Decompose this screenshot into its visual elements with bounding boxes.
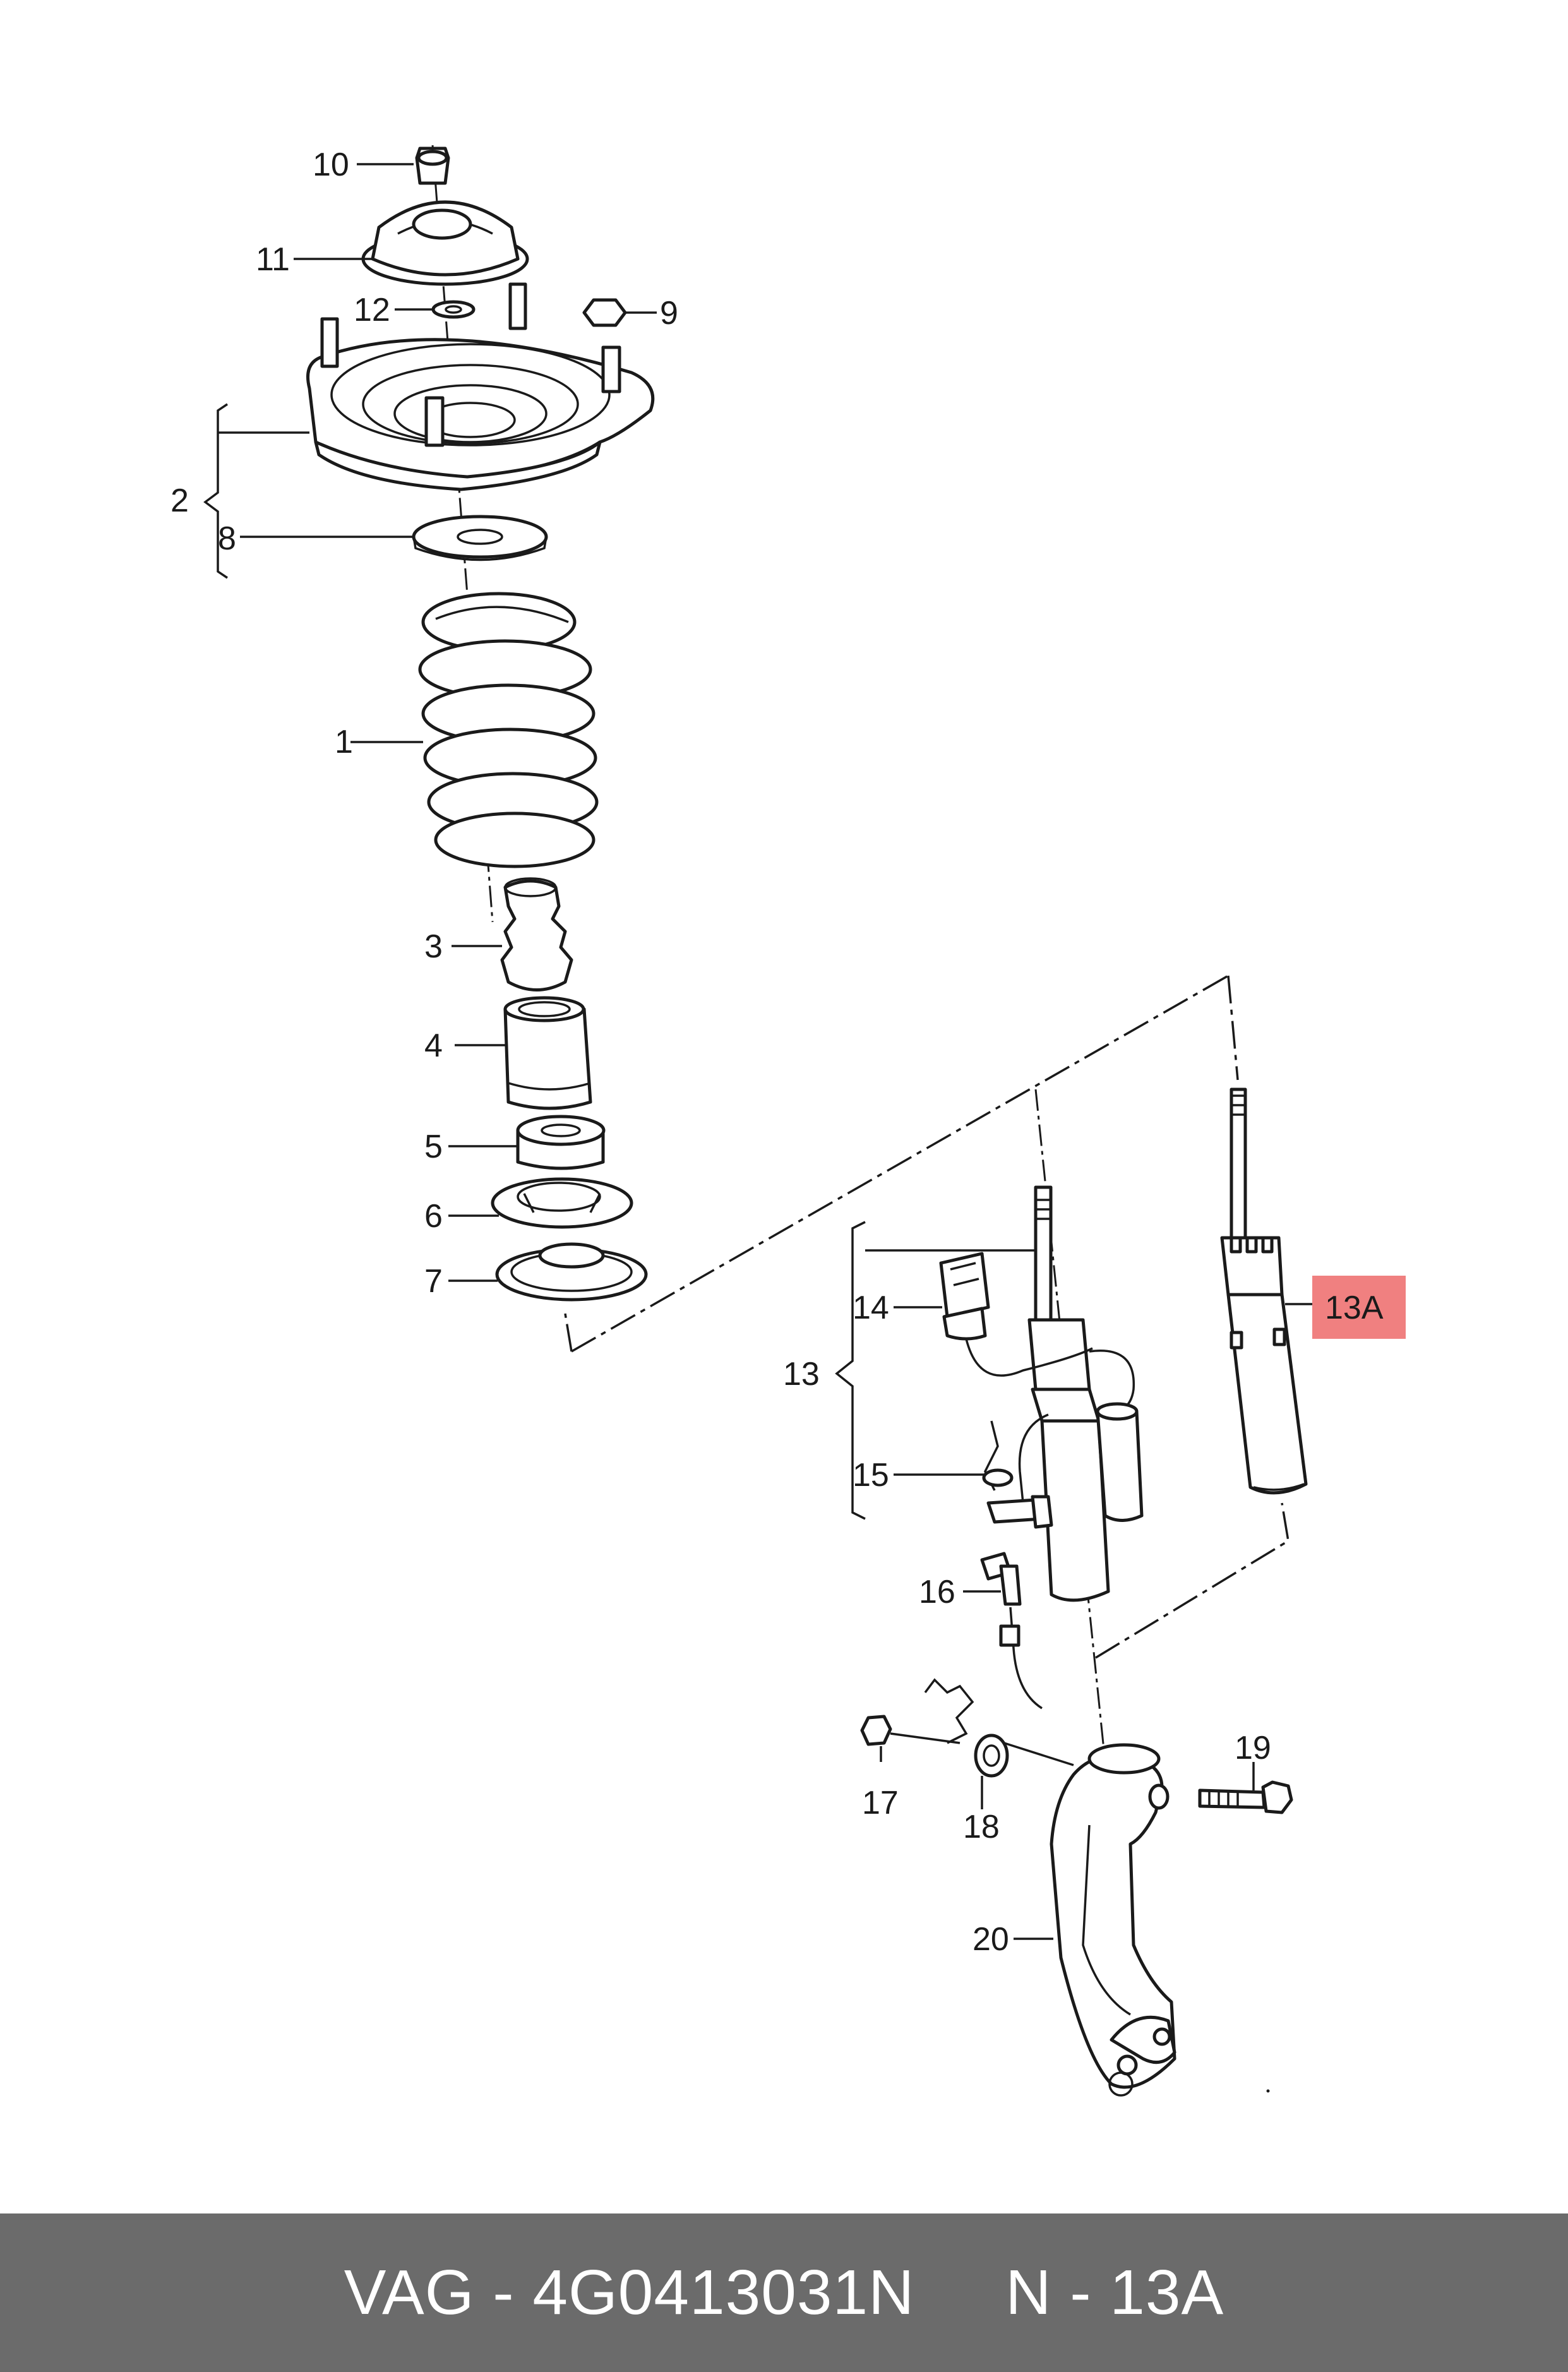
callout-13a: 13A: [1325, 1290, 1384, 1326]
assembly-line-lower: [1095, 1502, 1290, 1659]
callout-5: 5: [424, 1129, 443, 1165]
part-5-bearing: [516, 1115, 606, 1170]
callout-4: 4: [424, 1027, 443, 1064]
part-19-bolt: [1198, 1780, 1293, 1814]
callout-20: 20: [973, 1921, 1009, 1958]
part-1-coil-spring: [418, 592, 599, 868]
callout-9: 9: [660, 295, 678, 332]
part-4-dust-boot: [503, 996, 592, 1110]
callout-11: 11: [256, 241, 290, 278]
part-10-nut: [415, 147, 450, 185]
part-12-washer: [431, 300, 476, 319]
stray-dot: [1266, 2089, 1270, 2093]
callout-1: 1: [335, 724, 353, 760]
callout-13: 13: [783, 1356, 820, 1393]
part-3-bump-stop: [500, 877, 573, 991]
callout-13a-highlight: [1312, 1276, 1406, 1339]
callout-14: 14: [853, 1290, 889, 1326]
exploded-parts-diagram: 10 11 12 9 2 8 1 3 4 5 6 7 13 14 15 16 1…: [171, 145, 1406, 2097]
part-13-shock-absorber: [1018, 1185, 1144, 1602]
callout-7: 7: [424, 1263, 443, 1300]
callout-8: 8: [218, 520, 236, 557]
part-8-spring-seat: [412, 515, 548, 561]
assembly-line-upper: [571, 974, 1229, 1353]
part-14-connector: [939, 1252, 1093, 1377]
assembly-line-left: [564, 1313, 573, 1352]
callout-2: 2: [171, 482, 189, 519]
callout-3: 3: [424, 928, 443, 965]
footer-bar: VAG - 4G0413031N N - 13A: [0, 2213, 1568, 2372]
callout-19: 19: [1235, 1730, 1271, 1766]
part-7-gasket: [495, 1242, 648, 1302]
callout-17: 17: [862, 1785, 899, 1821]
part-17-nut: [860, 1715, 961, 1746]
assembly-line-right: [1227, 975, 1239, 1081]
callout-18: 18: [963, 1809, 1000, 1845]
callout-10: 10: [313, 147, 349, 183]
callout-6: 6: [424, 1198, 443, 1235]
leader-lines: [218, 163, 1320, 1940]
part-18-bushing: [924, 1678, 1074, 1778]
part-20-fork: [1050, 1743, 1176, 2097]
part-15-bracket: [982, 1420, 1053, 1529]
part-11-top-mount-cap: [361, 200, 529, 286]
callout-12: 12: [354, 292, 390, 328]
group-13-bracket: [835, 1221, 866, 1520]
part-9-hex-nut: [582, 298, 627, 327]
part-13a-shock-absorber: [1220, 1087, 1308, 1495]
part-6-spring-plate: [491, 1177, 633, 1229]
callout-16: 16: [919, 1574, 955, 1610]
group-2-bracket: [203, 403, 228, 579]
part-16-sensor: [980, 1552, 1043, 1710]
callout-15: 15: [853, 1457, 889, 1494]
part-2-strut-mount: [306, 282, 655, 491]
part-number-caption: VAG - 4G0413031N N - 13A: [344, 2257, 1224, 2328]
